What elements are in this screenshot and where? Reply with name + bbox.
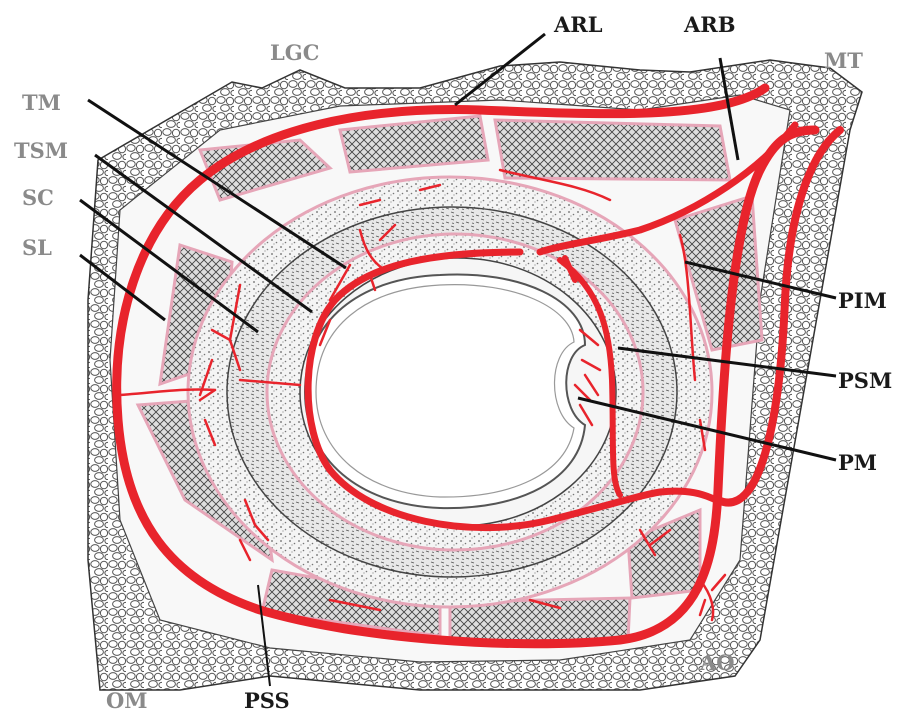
label-arl: ARL [553, 12, 603, 37]
label-pm: PM [838, 450, 877, 475]
label-pss: PSS [244, 688, 290, 713]
label-sc: SC [22, 185, 54, 210]
label-sl: SL [22, 235, 52, 260]
label-pim: PIM [838, 288, 887, 313]
label-ao: AO [699, 650, 735, 675]
lumen [305, 274, 585, 508]
label-arb: ARB [683, 12, 736, 37]
label-psm: PSM [838, 368, 892, 393]
label-tsm: TSM [14, 138, 68, 163]
label-lgc: LGC [270, 40, 319, 65]
label-om: OM [106, 688, 148, 713]
label-tm: TM [22, 90, 61, 115]
label-mt: MT [824, 48, 863, 73]
